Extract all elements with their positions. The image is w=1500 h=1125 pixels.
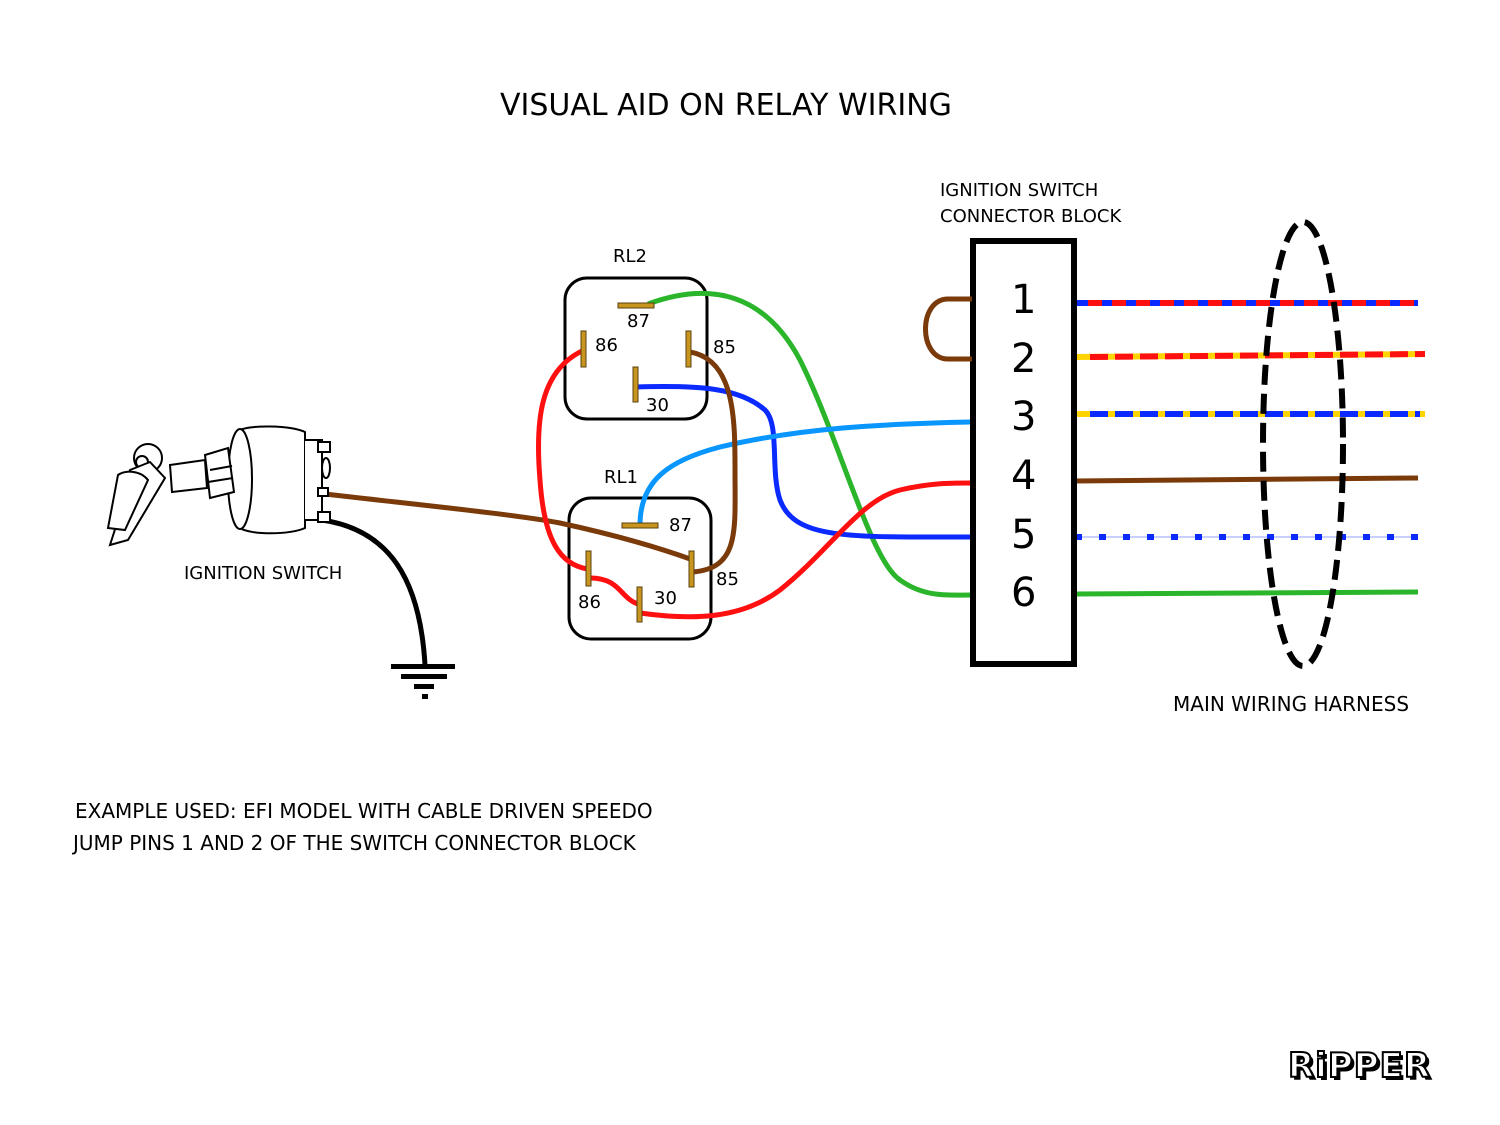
ripper-logo: RiPPER — [1287, 1045, 1432, 1087]
wire-red-rl1-86-to-30 — [589, 575, 639, 607]
connector-pin-4: 4 — [1011, 453, 1037, 499]
relay-rl1-terminals — [585, 522, 695, 623]
rl2-pin-85-label: 85 — [713, 337, 736, 358]
jumper-wire — [923, 296, 972, 362]
connector-pin-3: 3 — [1011, 394, 1037, 440]
relay-rl2-terminals — [580, 302, 692, 403]
connector-pin-1: 1 — [1011, 277, 1037, 323]
ignition-switch-label: IGNITION SWITCH — [184, 563, 343, 584]
rl1-pin-86 — [585, 550, 592, 587]
page-title: VISUAL AID ON RELAY WIRING — [500, 88, 952, 123]
rl1-pin-87-label: 87 — [669, 515, 692, 536]
harness-wire-2-stripe — [1089, 351, 1426, 360]
harness-wire-6 — [1074, 589, 1419, 597]
harness-wire-4 — [1074, 475, 1419, 484]
rl2-pin-87 — [617, 302, 655, 309]
wire-black-ignition-to-ground — [321, 517, 428, 666]
note-line-2: JUMP PINS 1 AND 2 OF THE SWITCH CONNECTO… — [73, 831, 636, 855]
connector-pin-5: 5 — [1011, 512, 1037, 558]
wire-red-rl2-86-to-rl1-86 — [535, 347, 589, 572]
wire-red-rl1-30-to-pin4 — [639, 480, 971, 620]
relay-rl2-box[interactable] — [563, 276, 709, 421]
connector-pin-6: 6 — [1011, 570, 1037, 616]
connector-block-label-line2: CONNECTOR BLOCK — [940, 206, 1122, 227]
rl2-pin-86-label: 86 — [595, 335, 618, 356]
wire-brown-ignition-to-rl1-85 — [324, 491, 694, 563]
rl2-pin-87-label: 87 — [627, 311, 650, 332]
relay-rl1-label: RL1 — [604, 467, 638, 488]
rl2-pin-30-label: 30 — [646, 395, 669, 416]
ignition-switch-icon[interactable] — [106, 425, 331, 547]
wire-green-rl2-87-to-pin6 — [647, 290, 971, 598]
rl2-pin-86 — [580, 330, 587, 368]
rl2-pin-30 — [632, 366, 639, 403]
connector-block — [970, 238, 1077, 667]
note-line-1: EXAMPLE USED: EFI MODEL WITH CABLE DRIVE… — [75, 799, 653, 823]
relay-rl2-label: RL2 — [613, 246, 647, 267]
harness-label: MAIN WIRING HARNESS — [1173, 692, 1410, 716]
rl1-pin-85 — [688, 550, 695, 588]
connector-pin-2: 2 — [1011, 336, 1037, 382]
connector-block-label-line1: IGNITION SWITCH — [940, 180, 1099, 201]
harness-wires — [1074, 300, 1426, 597]
wire-blue-rl2-30-to-pin5 — [635, 383, 971, 540]
ground-icon — [391, 664, 455, 699]
rl1-pin-85-label: 85 — [716, 569, 739, 590]
rl1-pin-87 — [621, 522, 659, 529]
rl1-pin-86-label: 86 — [578, 592, 601, 613]
wire-brown-rl2-85-to-rl1-85 — [689, 349, 738, 575]
rl1-pin-30-label: 30 — [654, 588, 677, 609]
rl2-pin-85 — [685, 330, 692, 368]
harness-bundle-ellipse — [1260, 219, 1346, 669]
rl1-pin-30 — [636, 586, 643, 623]
